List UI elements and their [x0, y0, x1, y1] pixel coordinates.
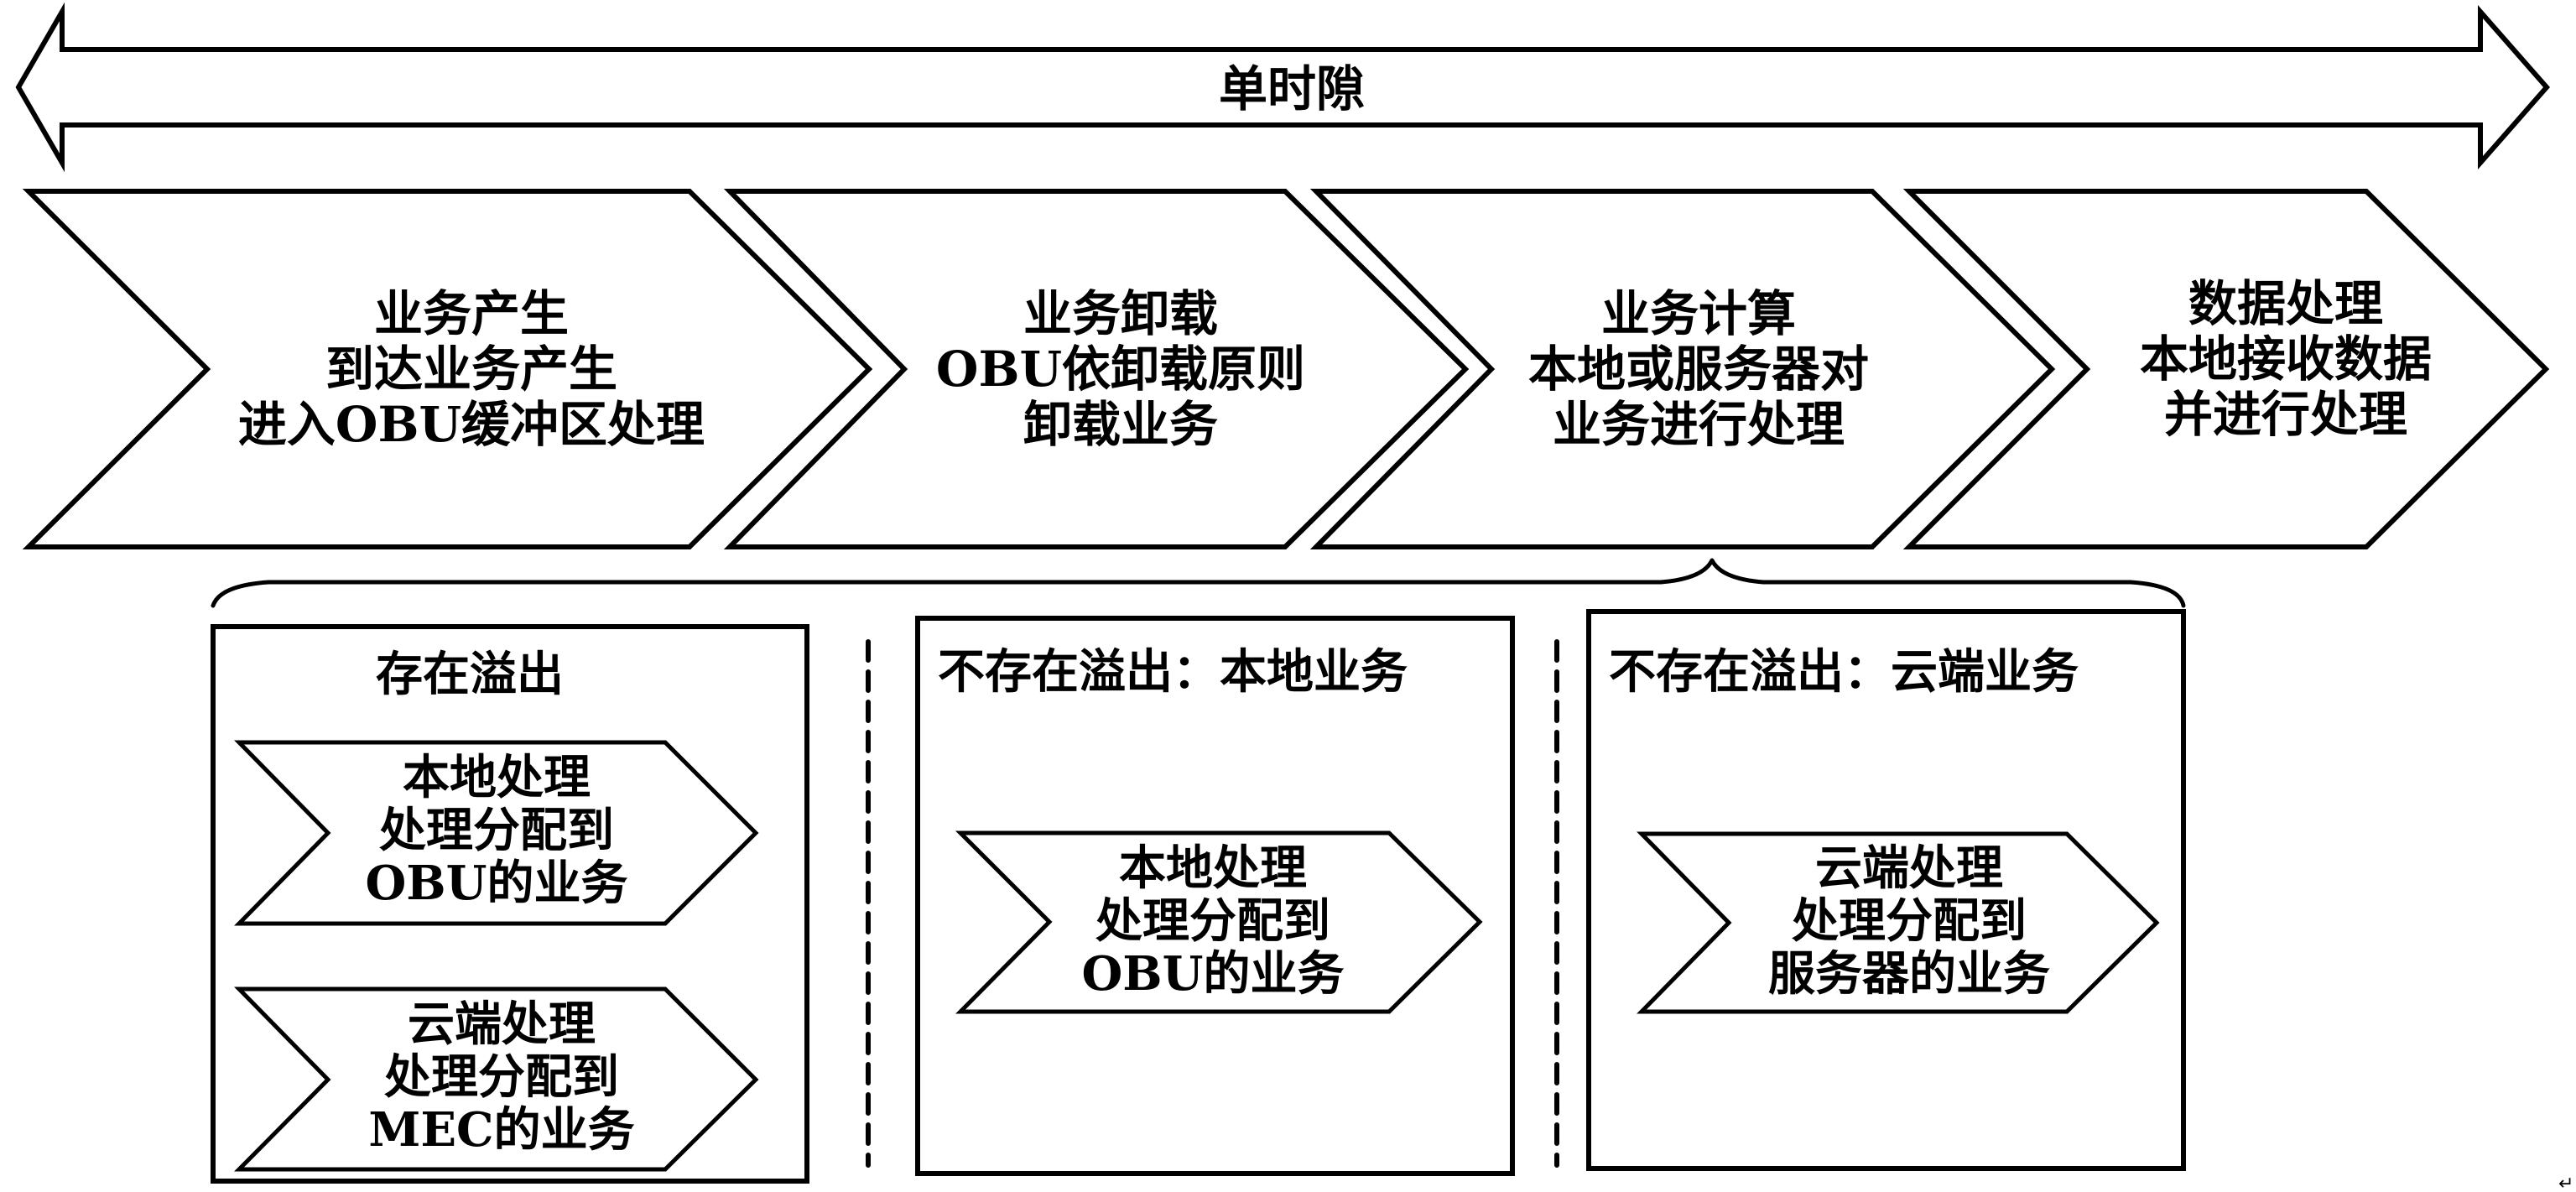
- case-1-item-2-line-1: 云端处理: [408, 997, 596, 1052]
- case-box-local: 不存在溢出：本地业务 本地处理 处理分配到 OBU的业务: [915, 616, 1515, 1176]
- case-box-overflow: 存在溢出 本地处理 处理分配到 OBU的业务 云端处理 处理分配到 MEC的业务: [211, 624, 809, 1184]
- curly-brace-icon: [211, 558, 2186, 608]
- case-1-item-1-line-1: 本地处理: [403, 750, 591, 805]
- case-box-cloud: 不存在溢出：云端业务 云端处理 处理分配到 服务器的业务: [1586, 609, 2186, 1171]
- case-1-item-2: 云端处理 处理分配到 MEC的业务: [234, 986, 759, 1172]
- stage-chevron-4: 数据处理 本地接收数据 并进行处理: [1902, 189, 2550, 549]
- stage-1-line-2: 到达业务产生: [325, 341, 617, 398]
- case-2-item-1-line-2: 处理分配到: [1095, 893, 1330, 949]
- chevron-shape: [22, 189, 873, 549]
- stage-4-line-2: 本地接收数据: [2140, 331, 2432, 388]
- sub-chevron-shape: [1637, 831, 2160, 1014]
- stage-2-line-2: OBU依卸载原则: [936, 341, 1305, 398]
- case-2-title: 不存在溢出：本地业务: [938, 644, 1408, 700]
- case-2-item-1-line-1: 本地处理: [1119, 841, 1307, 896]
- case-2-item-1: 本地处理 处理分配到 OBU的业务: [955, 830, 1483, 1014]
- case-3-title: 不存在溢出：云端业务: [1609, 644, 2079, 700]
- chevron-shape: [1309, 189, 2056, 549]
- sub-chevron-shape: [234, 740, 759, 926]
- stage-chevron-2: 业务卸载 OBU依卸载原则 卸载业务: [723, 189, 1470, 549]
- case-1-item-1-line-3: OBU的业务: [366, 856, 628, 911]
- case-3-item-1: 云端处理 处理分配到 服务器的业务: [1637, 831, 2160, 1014]
- case-1-item-1-line-2: 处理分配到: [379, 803, 614, 858]
- sub-chevron-shape: [955, 830, 1483, 1014]
- double-arrow-icon: [15, 2, 2550, 173]
- case-1-item-1: 本地处理 处理分配到 OBU的业务: [234, 740, 759, 926]
- stage-3-line-3: 业务进行处理: [1553, 396, 1845, 453]
- case-2-item-1-line-3: OBU的业务: [1082, 946, 1345, 1002]
- sub-chevron-shape: [234, 986, 759, 1172]
- stage-3-line-2: 本地或服务器对: [1528, 341, 1869, 398]
- case-1-title: 存在溢出: [376, 647, 564, 702]
- case-3-item-1-line-3: 服务器的业务: [1768, 946, 2050, 1002]
- stage-4-line-3: 并进行处理: [2164, 386, 2407, 443]
- chevron-shape: [1902, 189, 2550, 549]
- case-3-item-1-line-1: 云端处理: [1815, 841, 2003, 896]
- stage-2-line-1: 业务卸载: [1023, 285, 1218, 342]
- chevron-shape: [723, 189, 1470, 549]
- stage-4-line-1: 数据处理: [2188, 275, 2383, 332]
- paragraph-return-icon: ↵: [2558, 1174, 2573, 1192]
- stage-chevron-1: 业务产生 到达业务产生 进入OBU缓冲区处理: [22, 189, 873, 549]
- stage-1-line-1: 业务产生: [374, 285, 569, 342]
- case-1-item-2-line-2: 处理分配到: [384, 1049, 619, 1105]
- case-1-item-2-line-3: MEC的业务: [368, 1102, 634, 1158]
- timeline-label: 单时隙: [1219, 60, 1365, 117]
- stage-3-line-1: 业务计算: [1601, 285, 1796, 342]
- stage-2-line-3: 卸载业务: [1023, 396, 1218, 453]
- stage-chevron-3: 业务计算 本地或服务器对 业务进行处理: [1309, 189, 2056, 549]
- case-3-item-1-line-2: 处理分配到: [1792, 893, 2027, 949]
- stage-1-line-3: 进入OBU缓冲区处理: [238, 396, 705, 453]
- timeline-arrow: 单时隙: [15, 2, 2550, 173]
